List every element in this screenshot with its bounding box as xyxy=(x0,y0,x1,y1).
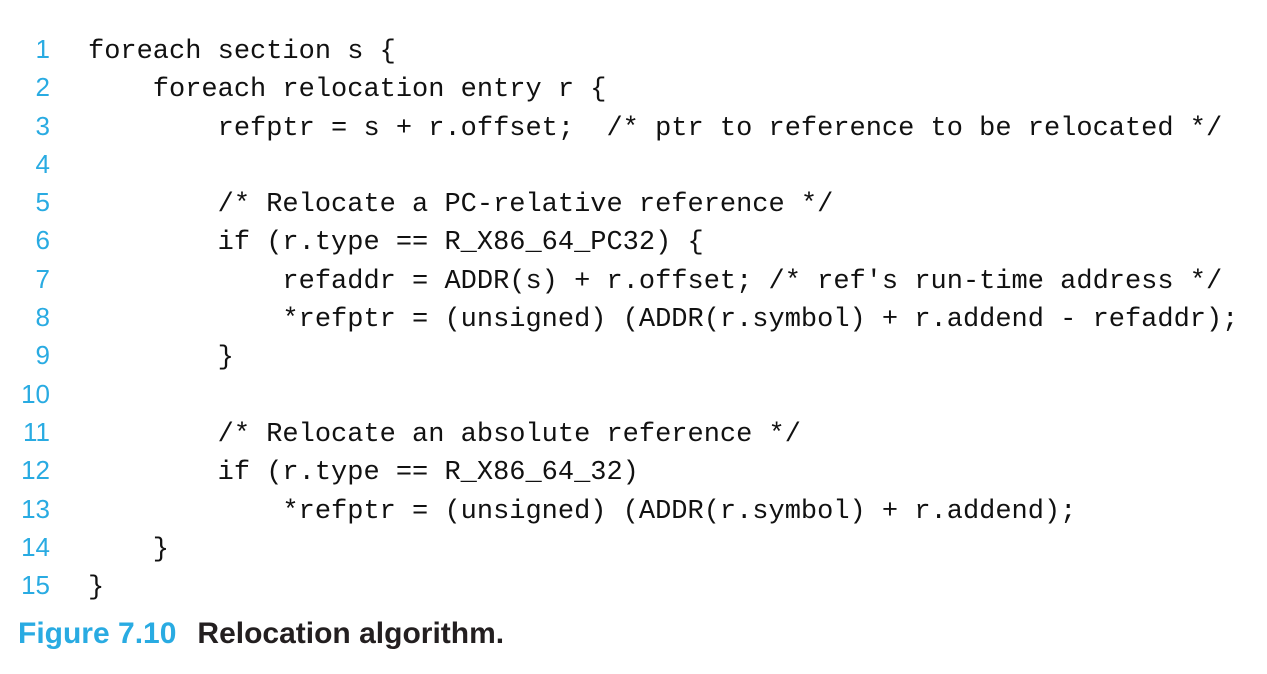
code-line: 6 if (r.type == R_X86_64_PC32) { xyxy=(0,221,1238,259)
code-text: } xyxy=(88,534,170,565)
line-number: 9 xyxy=(35,340,50,371)
figure-title: Relocation algorithm. xyxy=(197,617,505,650)
code-line: 3 refptr = s + r.offset; /* ptr to refer… xyxy=(0,107,1238,145)
line-number: 3 xyxy=(35,110,50,141)
code-line: 4 xyxy=(0,145,1238,183)
code-text: } xyxy=(88,573,105,604)
line-number: 11 xyxy=(23,416,50,447)
code-text: } xyxy=(88,343,234,374)
code-text: *refptr = (unsigned) (ADDR(r.symbol) + r… xyxy=(88,305,1239,336)
code-line: 14 } xyxy=(0,528,1238,566)
code-line: 5 /* Relocate a PC-relative reference */ xyxy=(0,183,1238,221)
line-number: 15 xyxy=(21,570,50,601)
figure-caption: Figure 7.10 Relocation algorithm. xyxy=(18,617,504,650)
code-line: 7 refaddr = ADDR(s) + r.offset; /* ref's… xyxy=(0,260,1238,298)
code-text: if (r.type == R_X86_64_PC32) { xyxy=(88,228,704,259)
line-number: 14 xyxy=(21,531,50,562)
code-text: foreach section s { xyxy=(88,37,396,67)
code-text: /* Relocate a PC-relative reference */ xyxy=(88,190,834,221)
line-number: 10 xyxy=(21,378,50,409)
code-text: refptr = s + r.offset; /* ptr to referen… xyxy=(88,113,1223,144)
code-text: *refptr = (unsigned) (ADDR(r.symbol) + r… xyxy=(88,496,1077,527)
code-line: 8 *refptr = (unsigned) (ADDR(r.symbol) +… xyxy=(0,298,1239,336)
code-line: 10 xyxy=(0,375,1238,413)
line-number: 4 xyxy=(35,148,50,179)
line-number: 8 xyxy=(35,302,50,333)
code-line: 15} xyxy=(0,566,1238,604)
line-number: 5 xyxy=(35,187,50,218)
line-number: 2 xyxy=(35,72,50,103)
code-line: 2 foreach relocation entry r { xyxy=(0,68,1238,106)
code-line: 13 *refptr = (unsigned) (ADDR(r.symbol) … xyxy=(0,490,1238,528)
code-line: 11 /* Relocate an absolute reference */ xyxy=(0,413,1238,451)
line-number: 13 xyxy=(21,493,50,524)
line-number: 12 xyxy=(21,455,50,486)
code-line: 12 if (r.type == R_X86_64_32) xyxy=(0,451,1238,489)
code-text: foreach relocation entry r { xyxy=(88,75,607,106)
line-number: 7 xyxy=(35,263,50,294)
code-text: refaddr = ADDR(s) + r.offset; /* ref's r… xyxy=(88,266,1223,297)
line-number: 1 xyxy=(35,34,50,64)
line-number: 6 xyxy=(35,225,50,256)
figure-label: Figure 7.10 xyxy=(18,617,177,650)
code-line: 1 foreach section s { xyxy=(0,30,1238,68)
code-line: 9 } xyxy=(0,336,1238,374)
code-text: /* Relocate an absolute reference */ xyxy=(88,419,801,450)
code-text: if (r.type == R_X86_64_32) xyxy=(88,458,639,489)
